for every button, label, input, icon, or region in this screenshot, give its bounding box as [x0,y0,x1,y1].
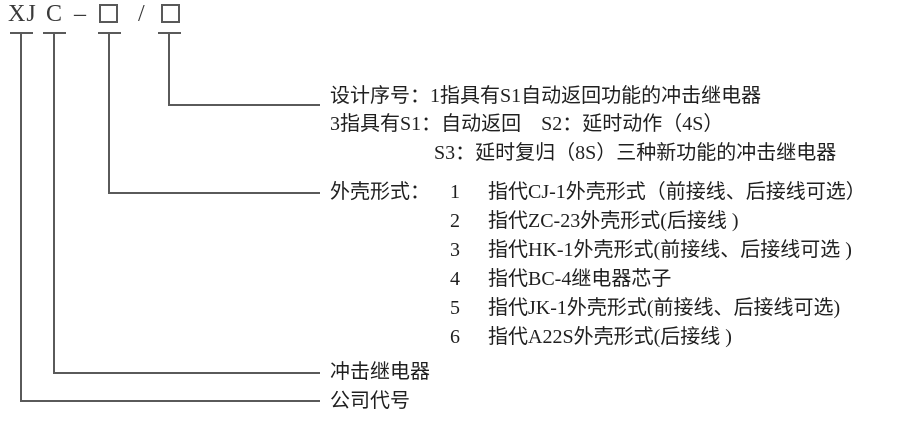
code-token-xj: XJ [8,1,37,27]
shell-form-desc-5: 指代JK-1外壳形式(前接线、后接线可选) [488,297,841,319]
shell-form-desc-1: 指代CJ-1外壳形式（前接线、后接线可选） [488,181,866,203]
model-code-header: XJ C – / [0,0,260,30]
shell-form-label: 外壳形式： [330,181,430,203]
relay-label: 冲击继电器 [330,361,430,383]
leader-cap-design-serial [158,32,181,34]
leader-cap-shell-form [98,32,121,34]
shell-form-num-3: 3 [450,239,460,261]
shell-form-num-2: 2 [450,210,460,232]
leader-cap-company [10,32,33,34]
leader-horizontal-design-serial [168,104,320,106]
shell-form-desc-6: 指代A22S外壳形式(后接线 ) [488,326,732,348]
shell-form-desc-3: 指代HK-1外壳形式(前接线、后接线可选 ) [488,239,852,261]
shell-form-num-4: 4 [450,268,460,290]
code-box-design-serial [161,4,180,23]
shell-form-num-1: 1 [450,181,460,203]
code-token-slash: / [138,1,146,27]
company-label: 公司代号 [330,390,410,412]
code-token-dash: – [74,1,87,27]
design-serial-line2: 3指具有S1：自动返回 S2：延时动作（4S） [330,113,724,135]
shell-form-num-5: 5 [450,297,460,319]
shell-form-desc-2: 指代ZC-23外壳形式(后接线 ) [488,210,739,232]
shell-form-desc-4: 指代BC-4继电器芯子 [488,268,672,290]
shell-form-num-6: 6 [450,326,460,348]
leader-vertical-company [20,32,22,402]
design-serial-line3: S3：延时复归（8S）三种新功能的冲击继电器 [434,142,837,164]
leader-horizontal-relay [53,372,320,374]
leader-horizontal-shell-form [108,192,320,194]
code-box-shell-form [99,4,118,23]
leader-vertical-design-serial [168,32,170,106]
code-token-c: C [46,1,64,27]
leader-cap-relay [43,32,66,34]
design-serial-label: 设计序号：1指具有S1自动返回功能的冲击继电器 [330,85,762,107]
leader-vertical-shell-form [108,32,110,194]
leader-horizontal-company [20,400,320,402]
leader-vertical-relay [53,32,55,374]
